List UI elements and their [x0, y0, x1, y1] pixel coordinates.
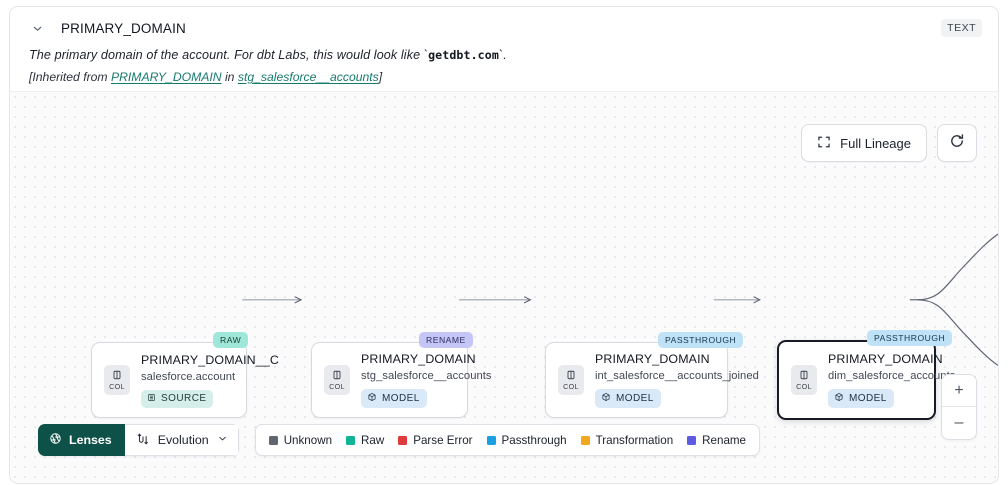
node-lens-tag: PASSTHROUGH — [867, 330, 953, 346]
legend-item: Raw — [346, 434, 384, 447]
zoom-out-button[interactable]: – — [942, 407, 976, 439]
legend-label: Parse Error — [413, 433, 473, 447]
lineage-edges — [242, 233, 998, 366]
lens-legend: Unknown Raw Parse Error Passthrough — [254, 424, 760, 456]
lenses-label: Lenses — [69, 433, 112, 447]
refresh-button[interactable] — [937, 124, 977, 162]
canvas-toolbar: Full Lineage — [801, 124, 977, 162]
evolution-label: Evolution — [157, 433, 209, 447]
chevron-down-icon — [217, 433, 228, 447]
legend-item: Unknown — [268, 433, 333, 447]
inherited-model-link[interactable]: stg_salesforce__accounts — [237, 70, 379, 84]
node-subtitle: dim_salesforce_accounts — [828, 370, 956, 382]
column-icon: COL — [104, 365, 130, 395]
legend-swatch — [346, 435, 356, 445]
description-text-post: `. — [498, 48, 507, 62]
evolution-dropdown[interactable]: Evolution — [124, 424, 239, 456]
lineage-canvas[interactable]: Full Lineage — [10, 91, 998, 483]
lineage-node[interactable]: PASSTHROUGH COL PRIMARY_DOMAIN int_sales… — [545, 332, 759, 418]
column-description: The primary domain of the account. For d… — [29, 48, 980, 62]
chevron-down-icon[interactable] — [29, 20, 45, 36]
expand-icon — [817, 135, 831, 152]
database-icon — [147, 393, 156, 405]
node-lens-tag: PASSTHROUGH — [658, 332, 744, 348]
full-lineage-button[interactable]: Full Lineage — [801, 124, 927, 162]
node-subtitle: salesforce.account — [141, 370, 236, 383]
evolution-icon — [136, 432, 150, 449]
zoom-controls: + – — [941, 374, 977, 440]
description-text-pre: The primary domain of the account. For d… — [29, 48, 429, 62]
column-header: PRIMARY_DOMAIN TEXT The primary domain o… — [10, 7, 998, 91]
node-type-label: SOURCE — [161, 393, 207, 404]
legend-swatch — [687, 435, 697, 445]
column-chip-label: COL — [109, 382, 125, 391]
zoom-in-button[interactable]: + — [942, 375, 976, 407]
column-chip-label: COL — [563, 382, 579, 391]
legend-item: Parse Error — [398, 433, 473, 447]
inherited-column-link[interactable]: PRIMARY_DOMAIN — [110, 70, 222, 84]
status-badge: TEXT — [941, 19, 982, 37]
legend-swatch — [486, 435, 496, 445]
legend-item: Passthrough — [486, 433, 567, 447]
inherited-suffix: ] — [378, 70, 383, 84]
column-chip-label: COL — [329, 382, 345, 391]
lineage-node[interactable]: RENAME COL PRIMARY_DOMAIN stg_salesforce… — [311, 332, 492, 418]
node-type-badge: MODEL — [361, 389, 427, 408]
cube-icon — [601, 392, 611, 405]
node-type-label: MODEL — [849, 393, 887, 404]
node-lens-tag: RAW — [213, 332, 249, 348]
lenses-button[interactable]: Lenses — [38, 424, 125, 456]
lineage-node[interactable]: RAW COL PRIMARY_DOMAIN__C salesforce.acc… — [91, 332, 279, 418]
column-detail-card: PRIMARY_DOMAIN TEXT The primary domain o… — [9, 6, 999, 484]
legend-label: Passthrough — [501, 433, 567, 447]
legend-label: Rename — [702, 433, 746, 447]
node-title: PRIMARY_DOMAIN — [361, 352, 476, 366]
node-type-badge: MODEL — [828, 389, 894, 408]
column-icon: COL — [558, 365, 584, 395]
node-title: PRIMARY_DOMAIN — [828, 352, 943, 366]
legend-label: Raw — [361, 433, 385, 447]
node-type-label: MODEL — [616, 393, 654, 404]
inherited-from-note: [Inherited from PRIMARY_DOMAIN in stg_sa… — [29, 70, 980, 84]
node-title: PRIMARY_DOMAIN — [595, 352, 710, 366]
lenses-segmented-control: Lenses Evolution — [38, 424, 239, 456]
legend-swatch — [268, 435, 278, 445]
column-chip-label: COL — [796, 382, 812, 391]
node-type-badge: MODEL — [595, 389, 661, 408]
node-type-label: MODEL — [382, 393, 420, 404]
inherited-middle: in — [221, 70, 238, 84]
node-subtitle: stg_salesforce__accounts — [361, 370, 492, 382]
lineage-node-selected[interactable]: PASSTHROUGH COL PRIMARY_DOMAIN dim_sales… — [777, 330, 955, 420]
column-icon: COL — [324, 365, 350, 395]
cube-icon — [834, 392, 844, 405]
legend-label: Unknown — [283, 433, 333, 447]
legend-item: Rename — [687, 434, 746, 447]
legend-item: Transformation — [580, 433, 674, 447]
aperture-icon — [49, 432, 62, 448]
graph-bottom-bar: Lenses Evolution U — [38, 424, 760, 456]
node-subtitle: int_salesforce__accounts_joined — [595, 370, 759, 382]
column-icon: COL — [791, 365, 817, 395]
page-title: PRIMARY_DOMAIN — [61, 20, 186, 36]
full-lineage-label: Full Lineage — [840, 135, 911, 151]
legend-label: Transformation — [595, 433, 674, 447]
node-lens-tag: RENAME — [419, 332, 473, 348]
refresh-icon — [949, 133, 965, 154]
legend-swatch — [580, 435, 590, 445]
node-title: PRIMARY_DOMAIN__C — [141, 352, 279, 367]
lineage-graph: RAW COL PRIMARY_DOMAIN__C salesforce.acc… — [10, 92, 998, 483]
legend-swatch — [398, 435, 408, 445]
description-code: getdbt.com — [428, 48, 499, 62]
node-type-badge: SOURCE — [141, 389, 214, 408]
inherited-prefix: [Inherited from — [29, 70, 111, 84]
cube-icon — [367, 392, 377, 405]
